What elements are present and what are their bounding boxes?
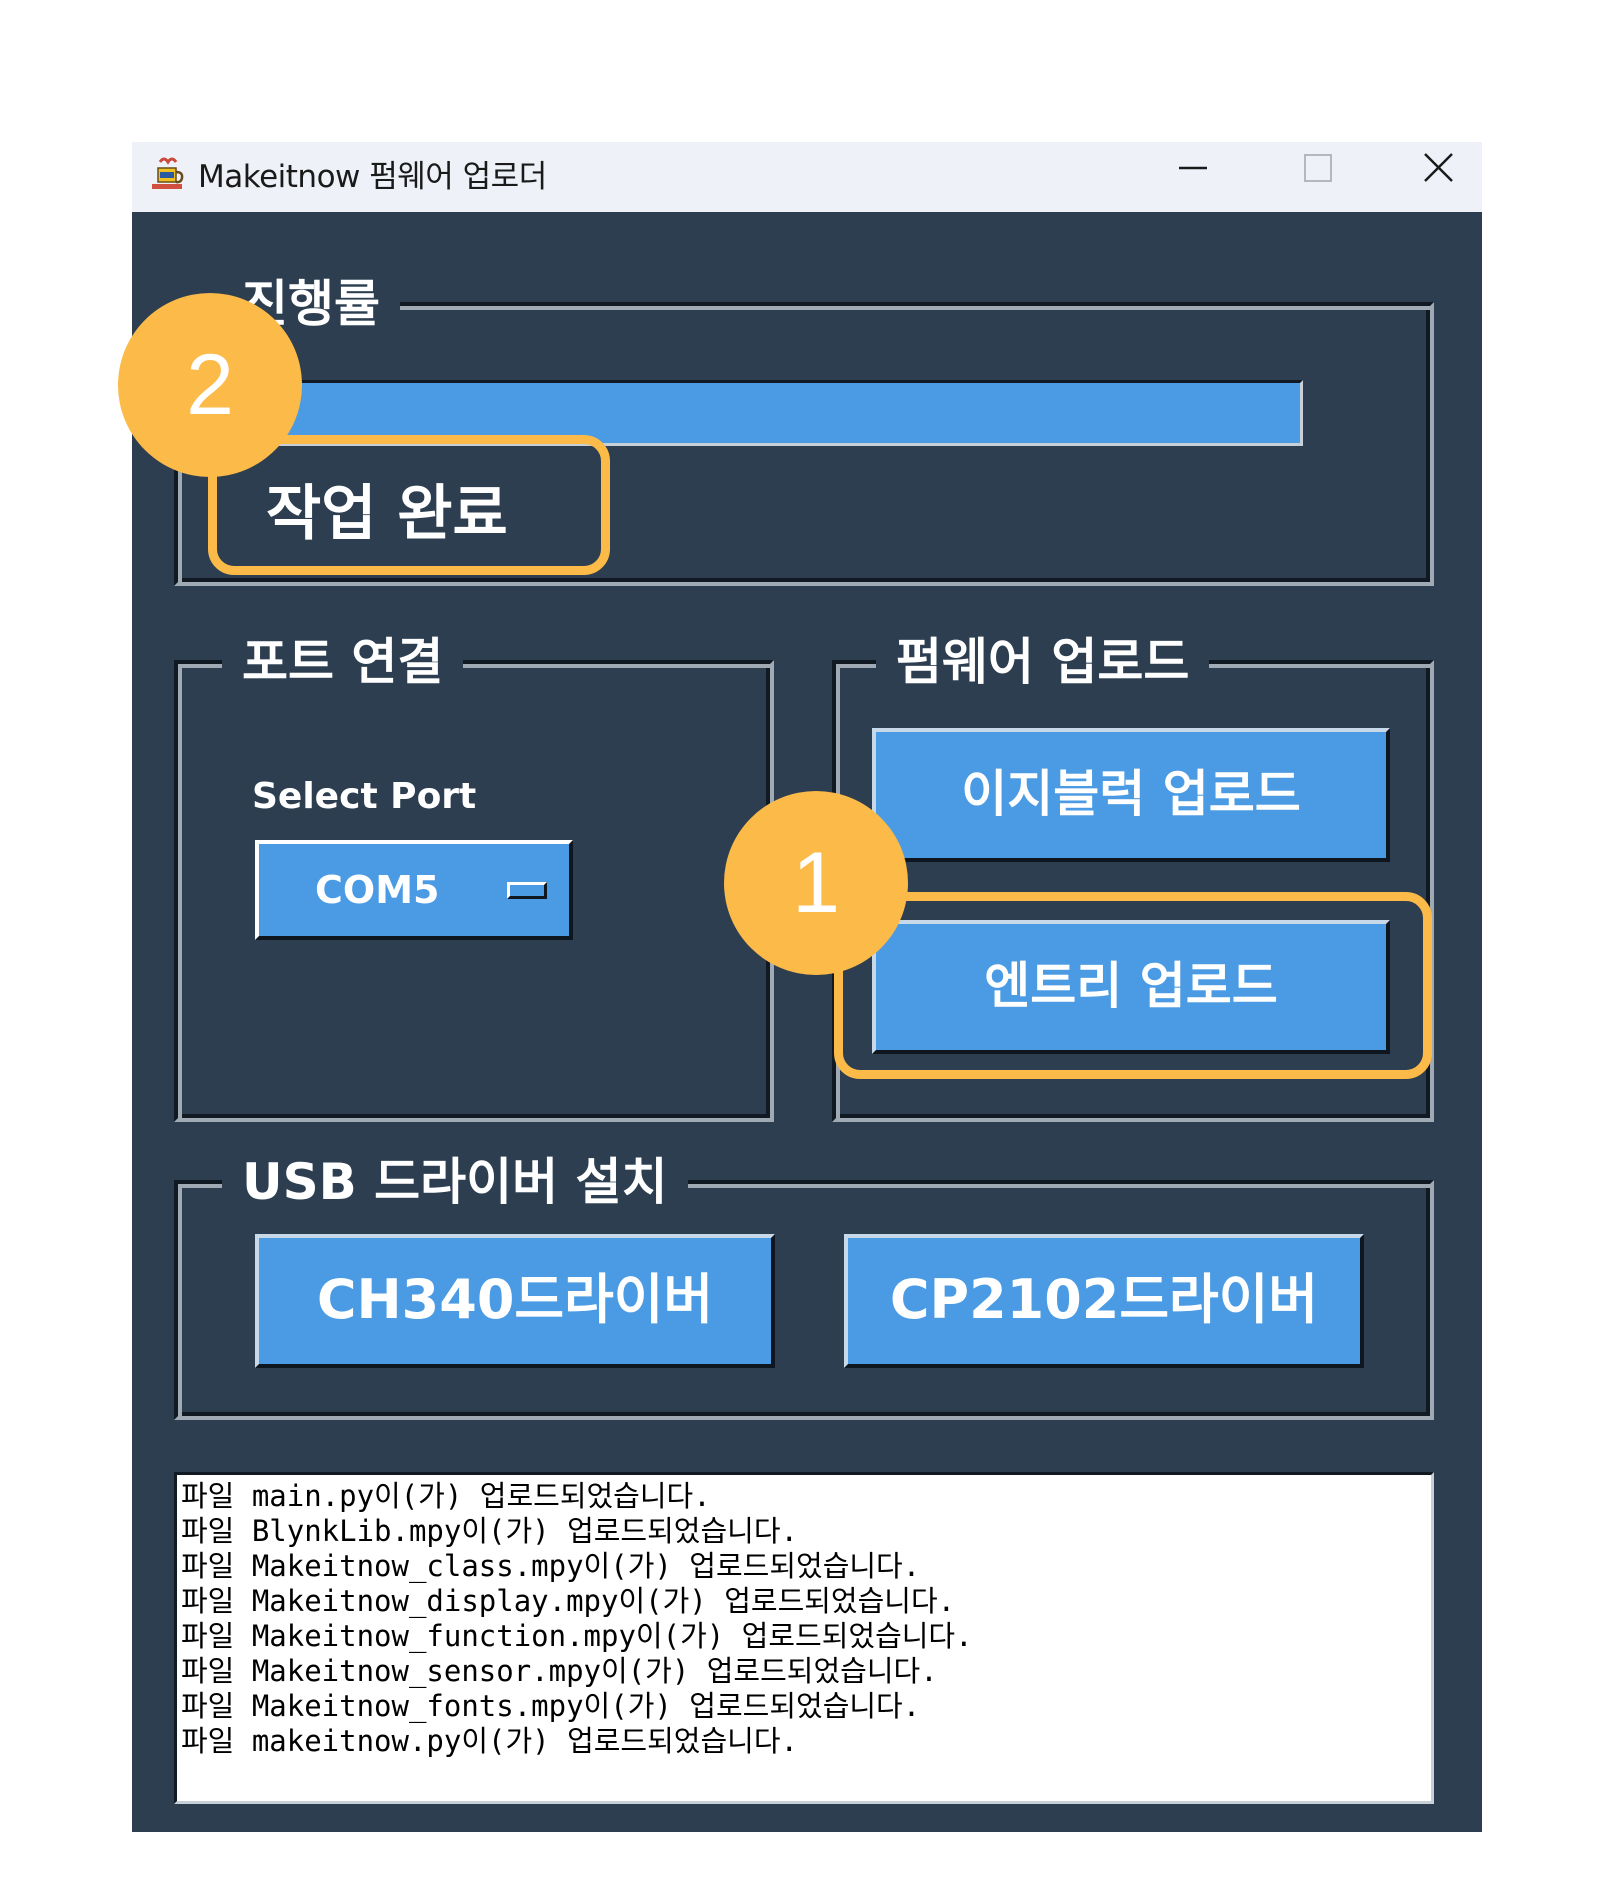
callout-badge-1: 1 [724,791,908,975]
app-icon [152,157,184,189]
port-group-title: 포트 연결 [222,630,464,694]
callout-badge-2: 2 [118,293,302,477]
usb-driver-group-title: USB 드라이버 설치 [222,1150,688,1214]
log-line: 파일 Makeitnow_display.mpy이(가) 업로드되었습니다. [181,1584,956,1618]
entry-upload-button[interactable]: 엔트리 업로드 [872,920,1390,1054]
port-select[interactable]: COM5 [255,840,573,940]
log-line: 파일 makeitnow.py이(가) 업로드되었습니다. [181,1724,798,1758]
status-text: 작업 완료 [266,479,508,549]
title-bar[interactable]: Makeitnow 펌웨어 업로더 [132,142,1482,212]
dropdown-indicator-icon [507,882,547,899]
progress-bar-fill [235,383,1300,443]
log-line: 파일 Makeitnow_class.mpy이(가) 업로드되었습니다. [181,1549,921,1583]
minimize-button[interactable] [1133,142,1253,212]
log-line: 파일 Makeitnow_sensor.mpy이(가) 업로드되었습니다. [181,1654,938,1688]
log-line: 파일 Makeitnow_function.mpy이(가) 업로드되었습니다. [181,1619,973,1653]
close-button[interactable] [1380,142,1500,212]
window-title: Makeitnow 펌웨어 업로더 [198,159,547,195]
easyblock-upload-button[interactable]: 이지블럭 업로드 [872,728,1390,862]
maximize-icon [1304,154,1332,182]
close-icon [1424,153,1453,182]
entry-button-highlight-box [834,892,1432,1079]
cp2102-driver-button[interactable]: CP2102드라이버 [844,1234,1364,1368]
firmware-group-title: 펌웨어 업로드 [876,630,1210,694]
upload-log[interactable]: 파일 main.py이(가) 업로드되었습니다.파일 BlynkLib.mpy이… [174,1472,1434,1804]
log-line: 파일 main.py이(가) 업로드되었습니다. [181,1479,711,1513]
maximize-button[interactable] [1258,142,1378,212]
main-content: 진행률 작업 완료 포트 연결 Select Port COM5 펌웨어 업로드… [132,212,1482,1832]
ch340-driver-button[interactable]: CH340드라이버 [255,1234,775,1368]
log-line: 파일 BlynkLib.mpy이(가) 업로드되었습니다. [181,1514,798,1548]
select-port-label: Select Port [252,776,477,817]
port-select-value: COM5 [315,868,440,912]
minimize-icon [1179,166,1207,170]
status-highlight-box [208,435,610,575]
uploader-window: Makeitnow 펌웨어 업로더 진행률 작업 완료 포트 연결 [132,142,1482,1832]
usb-driver-group [174,1180,1434,1420]
log-line: 파일 Makeitnow_fonts.mpy이(가) 업로드되었습니다. [181,1689,921,1723]
